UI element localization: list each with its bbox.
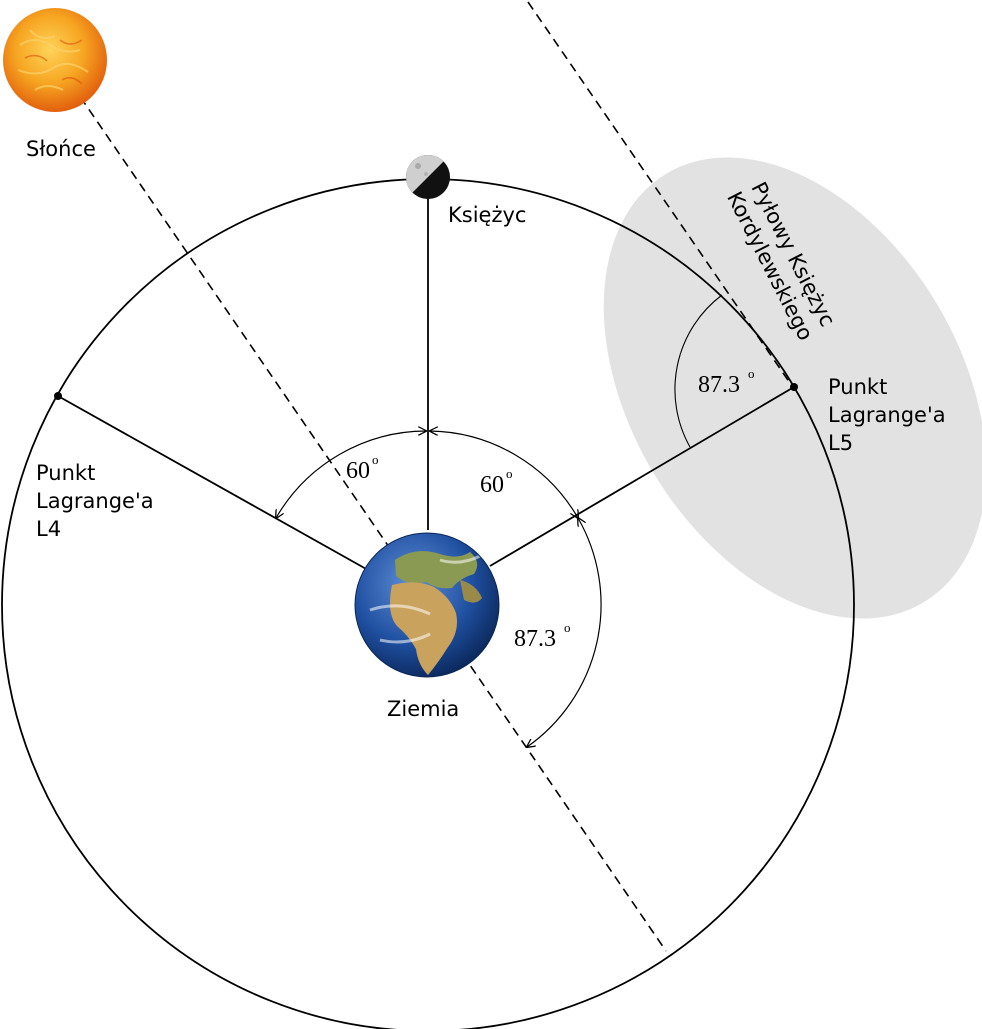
arc-earth-87 [527, 518, 602, 747]
svg-text:L5: L5 [828, 431, 853, 455]
svg-text:o: o [564, 620, 571, 635]
svg-text:Punkt: Punkt [828, 375, 887, 399]
l5-label: Punkt Lagrange'a L5 [828, 375, 946, 455]
moon-label: Księżyc [448, 203, 526, 227]
svg-text:Lagrange'a: Lagrange'a [828, 403, 946, 427]
arc-l5-87 [674, 294, 723, 448]
angle-l5-87-label: 87.3 o [698, 366, 755, 398]
svg-text:o: o [506, 466, 513, 481]
angle-left-60-label: 60 o [346, 452, 379, 484]
svg-text:Lagrange'a: Lagrange'a [36, 489, 154, 513]
earth-l4-line [57, 395, 369, 571]
svg-text:o: o [748, 366, 755, 381]
sun-icon [3, 8, 107, 112]
svg-text:60: 60 [346, 458, 370, 484]
earth-label: Ziemia [387, 697, 459, 721]
sun-l5-line [527, 1, 793, 387]
svg-text:87.3: 87.3 [514, 626, 556, 652]
angle-earth-87-label: 87.3 o [514, 620, 571, 652]
svg-text:L4: L4 [36, 517, 61, 541]
dust-cloud [603, 157, 982, 619]
sun-label: Słońce [26, 137, 96, 161]
l4-label: Punkt Lagrange'a L4 [36, 461, 154, 541]
l5-point [790, 383, 798, 391]
svg-text:o: o [372, 452, 379, 467]
earth-icon [354, 532, 500, 678]
l4-point [54, 392, 62, 400]
svg-text:60: 60 [480, 472, 504, 498]
svg-text:Punkt: Punkt [36, 461, 95, 485]
angle-right-60-label: 60 o [480, 466, 513, 498]
moon-icon [406, 155, 450, 199]
arc-right-60 [430, 431, 578, 518]
arc-left-60 [276, 431, 426, 518]
svg-text:87.3: 87.3 [698, 372, 740, 398]
